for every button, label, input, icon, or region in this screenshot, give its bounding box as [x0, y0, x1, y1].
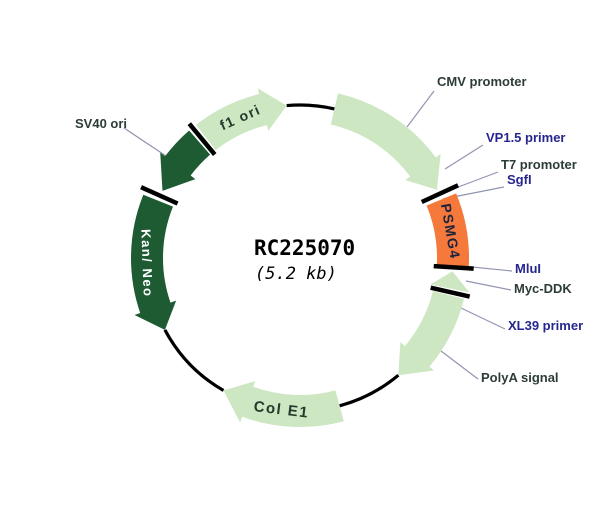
- tick-mlui: [433, 263, 474, 271]
- sv40-ori-arc: [160, 130, 211, 191]
- vp15-primer-label: VP1.5 primer: [486, 130, 566, 145]
- kan-neo-arc-label: Kan/ Neo: [138, 229, 155, 298]
- tick-t7-sgfi: [420, 183, 460, 205]
- tick-myc-polya-junction: [430, 285, 471, 299]
- col-e1-arc: [223, 381, 344, 427]
- f1-ori-arc: [195, 88, 287, 151]
- cmv-promoter-label: CMV promoter: [437, 74, 527, 89]
- plasmid-size: (5.2 kb): [255, 264, 337, 284]
- cmv-promoter-label-leader-line: [406, 90, 435, 128]
- backbone-arc-1: [339, 373, 400, 408]
- col-e1-arc-label: Col E1: [253, 398, 310, 422]
- backbone-arc-0: [286, 103, 335, 111]
- myc-ddk-tag-arrow: [430, 271, 470, 293]
- psmg4-orf-arc: [426, 193, 470, 267]
- xl39-primer-label-leader-line: [460, 307, 506, 330]
- backbone-arc-2: [163, 329, 225, 392]
- polya-signal-label-leader-line: [440, 350, 479, 380]
- xl39-primer-label: XL39 primer: [508, 318, 584, 333]
- myc-ddk-label: Myc-DDK: [514, 281, 572, 296]
- mlui-site-label: MluI: [515, 261, 541, 276]
- sgfi-site-label: SgfI: [507, 172, 532, 187]
- polya-signal-arc: [398, 291, 464, 376]
- t7-promoter-label: T7 promoter: [501, 157, 577, 172]
- sv40-ori-label: SV40 ori: [75, 116, 128, 131]
- cmv-promoter-arc: [330, 93, 441, 190]
- plasmid-name: RC225070: [254, 236, 356, 260]
- t7-promoter-label-leader-line: [452, 171, 499, 190]
- tick-sv40-f1-junction: [187, 122, 217, 157]
- tick-kan-sv40-junction: [140, 185, 179, 206]
- polya-signal-label: PolyA signal: [481, 370, 559, 385]
- myc-ddk-label-leader-line: [465, 280, 512, 291]
- kan-neo-arc: [131, 194, 177, 330]
- vp15-primer-label-leader-line: [444, 144, 484, 170]
